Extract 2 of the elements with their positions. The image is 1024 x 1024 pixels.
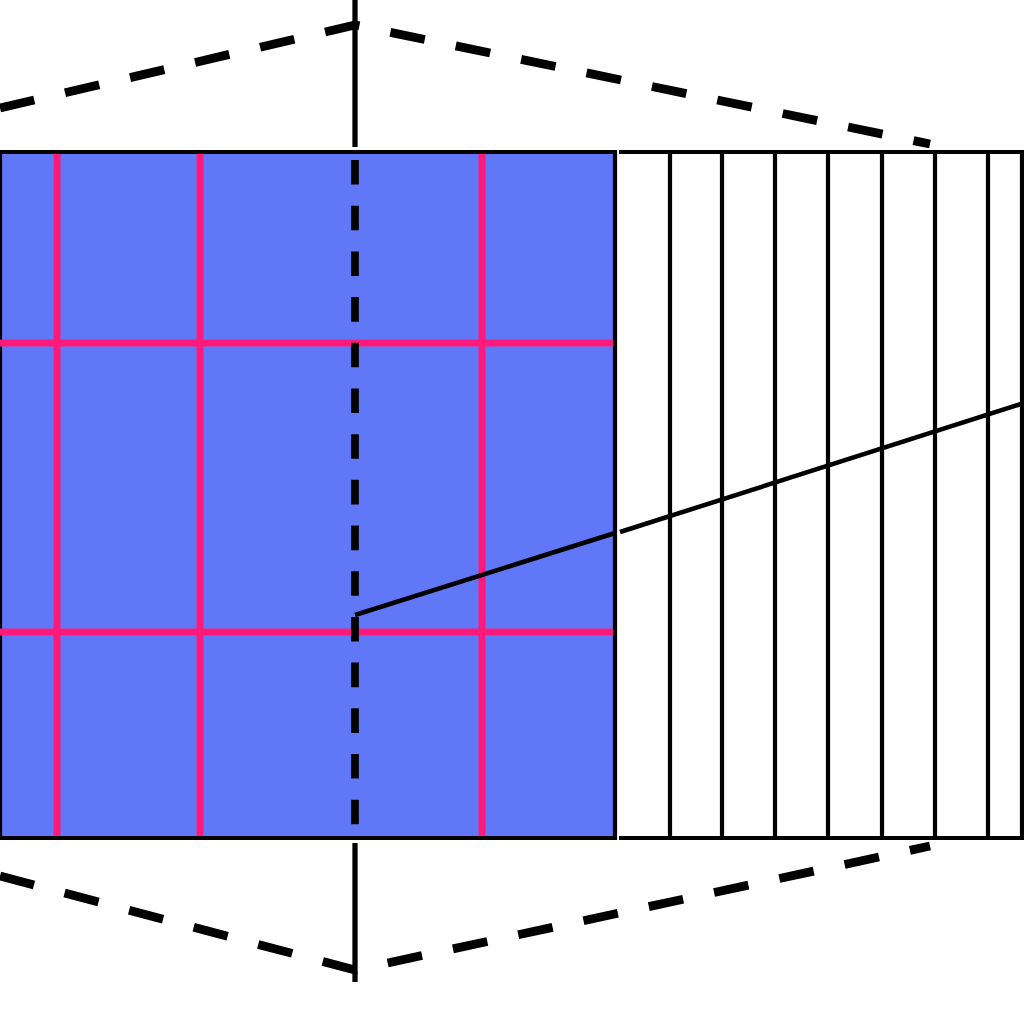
grid-box <box>0 149 618 841</box>
striped-box <box>619 149 1024 841</box>
